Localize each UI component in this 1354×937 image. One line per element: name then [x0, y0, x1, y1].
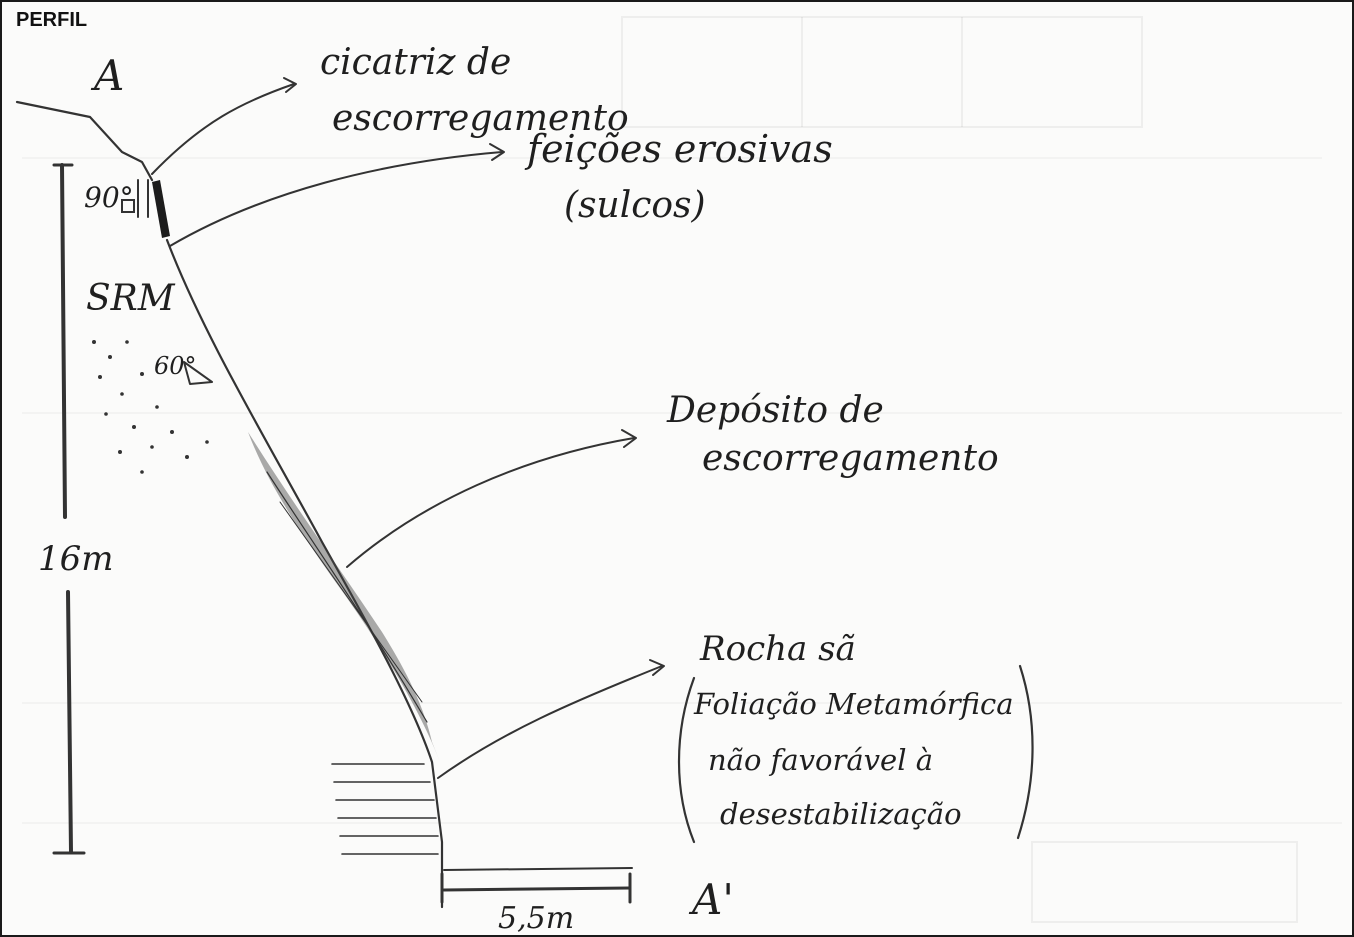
slope-profile: [15, 100, 444, 909]
bleed-through-background: [621, 16, 1298, 923]
rock-label-line1: Rocha sã: [699, 629, 856, 669]
scar-label-line1: cicatriz de: [320, 42, 511, 83]
rock-label-line3: não favorável à: [708, 743, 933, 777]
erosion-label-line2: (sulcos): [564, 185, 706, 226]
handwritten-labels: A A' cicatriz de escorregamento feições …: [38, 42, 999, 924]
scar-90-marker: 90°: [84, 179, 170, 238]
width-label: 5,5m: [498, 901, 574, 935]
point-a-prime-label: A': [688, 875, 734, 924]
deposit-label-line1: Depósito de: [666, 390, 884, 431]
scar-label-line2: escorregamento: [332, 98, 629, 139]
angle-60-marker: 60°: [154, 352, 213, 385]
deposit-label-line2: escorregamento: [702, 438, 999, 479]
annotation-arrows: [151, 77, 665, 779]
angle-60-label: 60°: [154, 352, 197, 380]
angle-90-label: 90°: [84, 181, 134, 214]
rock-description: Rocha sã Foliação Metamórfica não favorá…: [677, 629, 1034, 844]
srm-label: SRM: [86, 278, 176, 319]
erosion-label-line1: feições erosivas: [524, 127, 833, 171]
rock-hatching: [331, 763, 439, 855]
profile-title: PERFIL: [16, 9, 88, 31]
rock-label-line4: desestabilização: [720, 797, 962, 831]
height-dimension: [52, 163, 86, 855]
point-a-label: A: [90, 51, 124, 100]
rock-label-line2: Foliação Metamórfica: [693, 687, 1014, 721]
srm-zone: SRM: [86, 278, 209, 474]
height-label: 16m: [38, 539, 114, 579]
width-dimension: 5,5m: [440, 867, 633, 935]
